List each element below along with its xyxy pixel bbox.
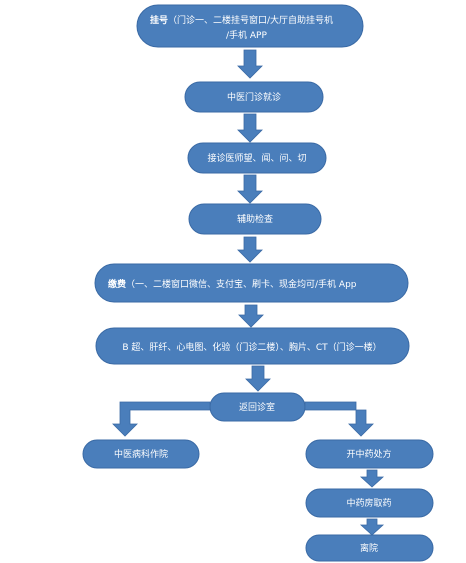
tcm-therapy-node: 中医病科作院 xyxy=(82,439,200,469)
exam-types-label: B 超、肝纤、心电图、化验（门诊二楼）、胸片、CT（门诊一楼） xyxy=(122,341,381,353)
pharmacy-node: 中药房取药 xyxy=(305,488,434,518)
return-clinic-label: 返回诊室 xyxy=(239,401,275,413)
payment-label-bold: 缴费 xyxy=(108,278,126,290)
register-node: 挂号（门诊一、二楼挂号窗口/大厅自助挂号机 /手机 APP xyxy=(136,4,364,48)
leave-label: 离院 xyxy=(360,542,378,554)
arrow-payment-to-tests xyxy=(238,304,264,328)
aux-exam-node: 辅助检查 xyxy=(188,203,322,235)
payment-label-rest: （一、二楼窗口微信、支付宝、刷卡、现金均可/手机 App xyxy=(126,278,357,290)
exam-types-node: B 超、肝纤、心电图、化验（门诊二楼）、胸片、CT（门诊一楼） xyxy=(95,327,410,365)
arrow-register-to-clinic xyxy=(237,49,263,79)
svg-text:缴费（一、二楼窗口微信、支付宝、刷卡、现金均可/手机 App: 缴费（一、二楼窗口微信、支付宝、刷卡、现金均可/手机 App xyxy=(108,278,357,290)
arrow-tests-to-return xyxy=(245,365,271,392)
arrow-return-to-prescription xyxy=(304,401,374,437)
arrow-diagnosis-to-exam xyxy=(237,174,263,204)
register-label-bold: 挂号 xyxy=(150,14,168,26)
arrow-exam-to-payment xyxy=(237,236,263,263)
svg-text:挂号（门诊一、二楼挂号窗口/大厅自助挂号机: 挂号（门诊一、二楼挂号窗口/大厅自助挂号机 xyxy=(150,14,333,26)
prescription-node: 开中药处方 xyxy=(305,439,434,469)
arrow-prescription-to-pharmacy xyxy=(359,469,385,488)
tcm-clinic-node: 中医门诊就诊 xyxy=(184,81,324,113)
payment-node: 缴费（一、二楼窗口微信、支付宝、刷卡、现金均可/手机 App xyxy=(94,263,409,303)
arrow-return-to-therapy xyxy=(112,401,211,437)
aux-exam-label: 辅助检查 xyxy=(237,213,273,225)
arrow-clinic-to-diagnosis xyxy=(237,113,263,143)
tcm-therapy-label: 中医病科作院 xyxy=(114,448,168,460)
arrow-pharmacy-to-leave xyxy=(359,518,385,536)
prescription-label: 开中药处方 xyxy=(346,448,391,460)
register-label-line2: /手机 APP xyxy=(226,29,267,41)
register-label-rest: （门诊一、二楼挂号窗口/大厅自助挂号机 xyxy=(168,14,333,26)
pharmacy-label: 中药房取药 xyxy=(346,497,391,509)
return-clinic-node: 返回诊室 xyxy=(209,392,306,422)
leave-node: 离院 xyxy=(305,534,434,562)
diagnosis-label: 接诊医师望、闻、问、切 xyxy=(207,152,306,164)
diagnosis-node: 接诊医师望、闻、问、切 xyxy=(187,142,327,174)
tcm-clinic-label: 中医门诊就诊 xyxy=(227,91,281,103)
